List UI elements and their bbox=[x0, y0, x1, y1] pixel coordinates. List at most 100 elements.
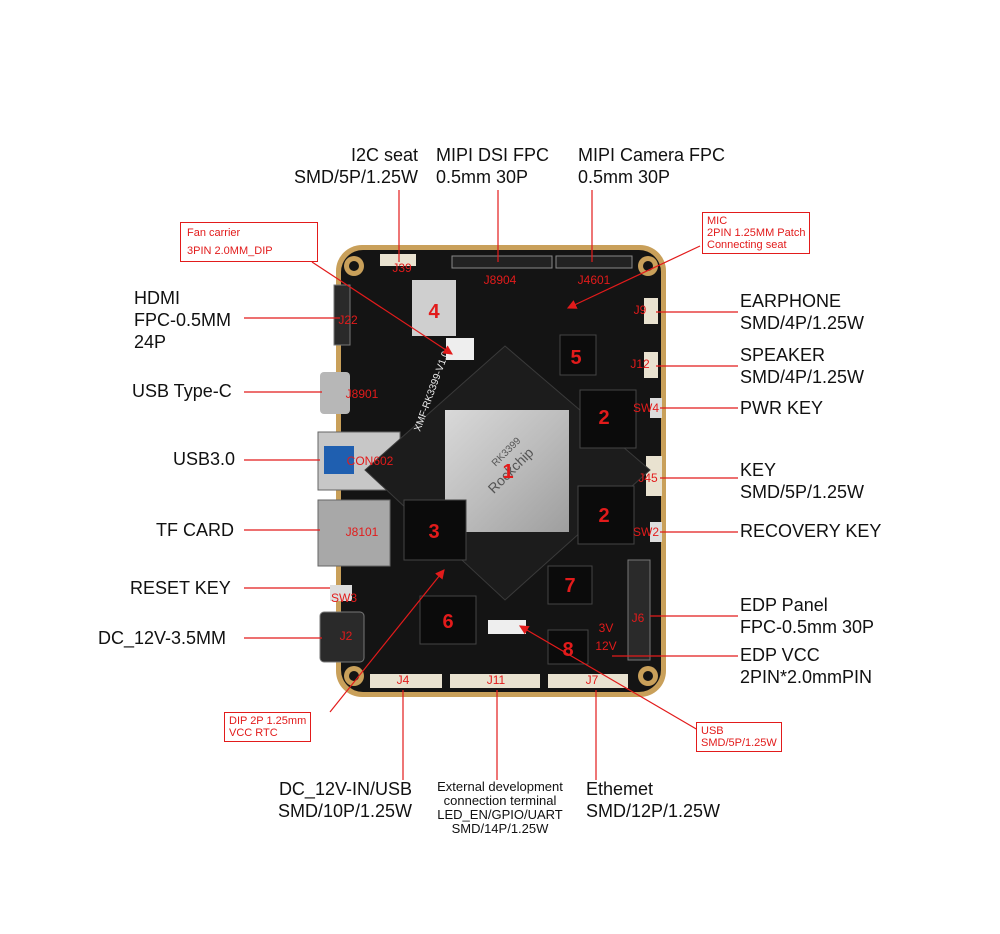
callout-ext-line4: SMD/14P/1.25W bbox=[451, 821, 549, 836]
connector-hdmi-fpc bbox=[333, 284, 351, 346]
callout-mipi-camera-line2: 0.5mm 30P bbox=[578, 167, 671, 187]
callout-speaker-line2: SMD/4P/1.25W bbox=[740, 367, 865, 387]
callout-ethernet: Ethemet SMD/12P/1.25W bbox=[586, 778, 720, 822]
callout-earphone-line2: SMD/4P/1.25W bbox=[740, 313, 865, 333]
callout-key: KEY SMD/5P/1.25W bbox=[740, 459, 864, 503]
callout-mic: MIC 2PIN 1.25MM Patch Connecting seat bbox=[702, 212, 811, 254]
callout-usb-smd-line2: SMD/5P/1.25W bbox=[701, 737, 777, 749]
label-j4: J4 bbox=[397, 673, 410, 687]
callout-usb3: USB3.0 bbox=[173, 448, 235, 470]
callout-dip-line1: DIP 2P 1.25mm bbox=[229, 715, 307, 727]
label-j11: J11 bbox=[487, 673, 506, 687]
connector-j4 bbox=[370, 674, 442, 688]
callout-usb-smd: USB SMD/5P/1.25W bbox=[696, 722, 782, 752]
connector-j11 bbox=[450, 674, 540, 688]
callout-key-line2: SMD/5P/1.25W bbox=[740, 482, 865, 502]
callout-pwr-key: PWR KEY bbox=[740, 397, 823, 419]
pwr-button bbox=[650, 398, 662, 418]
callout-earphone: EARPHONE SMD/4P/1.25W bbox=[740, 290, 864, 334]
callout-dc-line1: DC_12V-3.5MM bbox=[98, 628, 227, 648]
callout-key-line1: KEY bbox=[740, 460, 777, 480]
label-j45: J45 bbox=[638, 471, 658, 485]
callout-recovery-line1: RECOVERY KEY bbox=[740, 521, 882, 541]
callout-fan-line2: 3PIN 2.0MM_DIP bbox=[187, 245, 273, 257]
callout-ext-line1: External development bbox=[437, 779, 563, 794]
chip-7 bbox=[547, 565, 593, 605]
callout-usb-smd-line1: USB bbox=[701, 725, 724, 737]
callout-dc-in-line1: DC_12V-IN/USB bbox=[278, 779, 412, 799]
label-j6: J6 bbox=[632, 611, 645, 625]
callout-mipi-dsi: MIPI DSI FPC 0.5mm 30P bbox=[436, 144, 549, 188]
callout-mipi-camera: MIPI Camera FPC 0.5mm 30P bbox=[578, 144, 725, 188]
callout-hdmi-line3: 24P bbox=[134, 332, 167, 352]
callout-eth-line1: Ethemet bbox=[586, 779, 654, 799]
callout-mic-line3: Connecting seat bbox=[707, 239, 787, 251]
component-number-4: 4 bbox=[428, 301, 440, 323]
label-j8901: J8901 bbox=[346, 387, 379, 401]
callout-edp-panel: EDP Panel FPC-0.5mm 30P bbox=[740, 594, 874, 638]
callout-mic-line2: 2PIN 1.25MM Patch bbox=[707, 227, 806, 239]
label-sw2: SW2 bbox=[633, 525, 659, 539]
label-j22: J22 bbox=[338, 313, 358, 327]
callout-dc: DC_12V-3.5MM bbox=[98, 627, 226, 649]
callout-edp-vcc: EDP VCC 2PIN*2.0mmPIN bbox=[740, 644, 872, 688]
connector-dc bbox=[319, 611, 365, 663]
connector-j12 bbox=[644, 352, 658, 378]
component-number-5: 5 bbox=[570, 347, 581, 369]
callout-dc-in: DC_12V-IN/USB SMD/10P/1.25W bbox=[262, 778, 412, 822]
callout-i2c: I2C seat SMD/5P/1.25W bbox=[280, 144, 418, 188]
callout-reset-line1: RESET KEY bbox=[130, 578, 231, 598]
ram-bottom bbox=[577, 485, 635, 545]
label-j8101: J8101 bbox=[346, 525, 379, 539]
connector-j45 bbox=[646, 456, 662, 496]
label-j7: J7 bbox=[586, 673, 599, 687]
callout-edp-panel-line2: FPC-0.5mm 30P bbox=[740, 617, 875, 637]
label-12v: 12V bbox=[595, 639, 616, 653]
chip-8 bbox=[547, 629, 589, 665]
chip-6 bbox=[419, 595, 477, 645]
callout-i2c-line1: I2C seat bbox=[350, 145, 418, 165]
callout-edp-vcc-line2: 2PIN*2.0mmPIN bbox=[740, 667, 873, 687]
label-j9: J9 bbox=[634, 303, 647, 317]
connector-j4601 bbox=[555, 255, 633, 269]
callout-ext-line2: connection terminal bbox=[443, 793, 557, 808]
ram-top bbox=[579, 389, 637, 449]
callout-external: External development connection terminal… bbox=[420, 780, 580, 836]
callout-mipi-camera-line1: MIPI Camera FPC bbox=[578, 145, 726, 165]
connector-j9 bbox=[644, 298, 658, 324]
component-number-1: 1 bbox=[502, 461, 513, 483]
callout-hdmi-line2: FPC-0.5MM bbox=[134, 310, 232, 330]
chip-5 bbox=[559, 334, 597, 376]
connector-j39 bbox=[380, 254, 416, 266]
label-j39: J39 bbox=[392, 261, 412, 275]
component-number-2b: 2 bbox=[598, 505, 609, 527]
callout-eth-line2: SMD/12P/1.25W bbox=[586, 801, 721, 821]
callout-speaker-line1: SPEAKER bbox=[740, 345, 826, 365]
callout-tf-line1: TF CARD bbox=[156, 520, 234, 540]
callout-dip-line2: VCC RTC bbox=[229, 727, 278, 739]
wifi-module bbox=[412, 280, 456, 336]
label-sw3: SW3 bbox=[331, 591, 357, 605]
usb-header bbox=[488, 620, 526, 634]
callout-pwr-line1: PWR KEY bbox=[740, 398, 824, 418]
callout-i2c-line2: SMD/5P/1.25W bbox=[293, 167, 418, 187]
label-j2: J2 bbox=[340, 629, 353, 643]
emmc bbox=[403, 499, 467, 561]
callout-mic-line1: MIC bbox=[707, 215, 728, 227]
label-3v: 3V bbox=[599, 621, 614, 635]
label-j4601: J4601 bbox=[578, 273, 611, 287]
callout-dc-in-line2: SMD/10P/1.25W bbox=[277, 801, 412, 821]
callout-edp-panel-line1: EDP Panel bbox=[740, 595, 828, 615]
callout-edp-vcc-line1: EDP VCC bbox=[740, 645, 820, 665]
reset-button bbox=[330, 585, 352, 601]
callout-usb3-line1: USB3.0 bbox=[173, 449, 236, 469]
recovery-button bbox=[650, 522, 662, 542]
connector-usbc bbox=[320, 372, 350, 414]
component-number-2a: 2 bbox=[598, 407, 609, 429]
connector-j8904 bbox=[451, 255, 553, 269]
component-number-7: 7 bbox=[564, 575, 575, 597]
label-con602: CON602 bbox=[347, 454, 394, 468]
callout-fan-carrier: Fan carrier 3PIN 2.0MM_DIP bbox=[180, 222, 318, 262]
